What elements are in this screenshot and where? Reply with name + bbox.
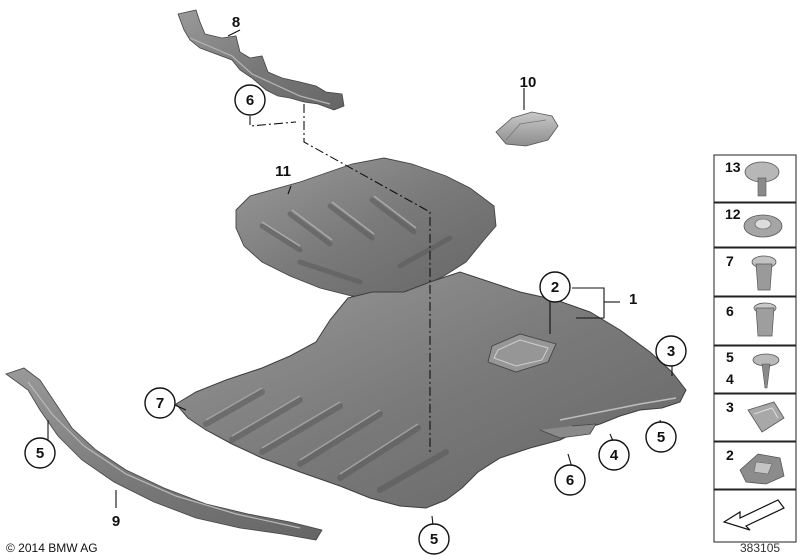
expanding-rivet-icon — [751, 255, 777, 291]
expanding-nut-icon — [753, 302, 777, 337]
push-rivet-icon — [744, 161, 780, 197]
legend-label-4: 4 — [726, 371, 734, 387]
legend-item-2[interactable]: 2 — [713, 441, 797, 490]
callout-7[interactable]: 7 — [144, 387, 176, 419]
side-strip-part-9 — [5, 367, 323, 541]
legend-item-13[interactable]: 13 — [713, 154, 797, 203]
label-part-8: 8 — [232, 14, 240, 31]
callout-4-number: 4 — [610, 447, 619, 464]
legend-label-5: 5 — [726, 349, 734, 365]
cover-part-10 — [495, 111, 559, 147]
diagram-number: 383105 — [740, 541, 781, 555]
callout-5-right-number: 5 — [657, 429, 665, 446]
callout-5-left-number: 5 — [36, 445, 44, 462]
legend-label-7: 7 — [726, 253, 734, 269]
legend-item-7[interactable]: 7 — [713, 247, 797, 297]
cover-flap-icon — [739, 453, 785, 485]
legend-label-12: 12 — [725, 206, 741, 222]
callout-6-bottom[interactable]: 6 — [554, 464, 586, 496]
legend-item-3[interactable]: 3 — [713, 393, 797, 442]
screw-icon — [752, 353, 780, 389]
copyright-notice: © 2014 BMW AG — [6, 541, 98, 555]
callout-6-bottom-number: 6 — [566, 472, 574, 489]
clip-nut-icon — [747, 401, 785, 433]
legend-label-6: 6 — [726, 303, 734, 319]
legend-label-13: 13 — [725, 159, 741, 175]
callout-5-bottom[interactable]: 5 — [418, 523, 450, 555]
callout-4[interactable]: 4 — [598, 439, 630, 471]
direction-arrow-icon — [722, 499, 785, 531]
shield-part-11 — [235, 157, 497, 299]
legend-item-arrow[interactable] — [713, 489, 797, 543]
callout-3-number: 3 — [667, 343, 675, 360]
callout-2[interactable]: 2 — [539, 271, 571, 303]
legend-item-12[interactable]: 12 — [713, 202, 797, 248]
callout-6-top-number: 6 — [246, 92, 254, 109]
hardware-legend: 13 12 7 6 — [713, 154, 797, 543]
bracket-part-8 — [177, 9, 345, 111]
legend-item-5-4[interactable]: 5 4 — [713, 345, 797, 394]
callout-3[interactable]: 3 — [655, 335, 687, 367]
washer-icon — [743, 214, 783, 238]
legend-label-2: 2 — [726, 447, 734, 463]
callout-5-left[interactable]: 5 — [24, 437, 56, 469]
label-part-10: 10 — [520, 74, 537, 91]
alignment-lines — [249, 104, 431, 452]
callout-6-top[interactable]: 6 — [234, 84, 266, 116]
label-part-1: 1 — [629, 291, 637, 308]
label-part-11: 11 — [275, 163, 291, 180]
label-part-9: 9 — [112, 513, 120, 530]
legend-label-3: 3 — [726, 399, 734, 415]
callout-5-right[interactable]: 5 — [645, 421, 677, 453]
legend-item-6[interactable]: 6 — [713, 296, 797, 346]
callout-2-number: 2 — [551, 279, 559, 296]
callout-5-bottom-number: 5 — [430, 531, 438, 548]
underbody-shield-part-1 — [175, 271, 687, 509]
callout-7-number: 7 — [156, 395, 164, 412]
